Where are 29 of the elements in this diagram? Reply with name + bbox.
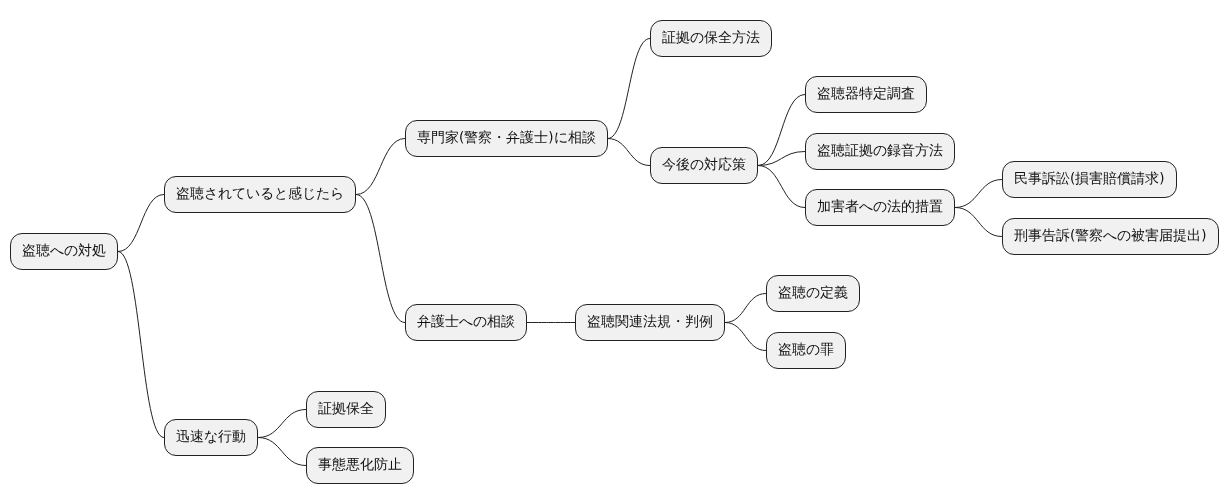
connector-line [757, 94, 806, 166]
topic-box: 証拠の保全方法 [650, 20, 772, 57]
topic-box: 盗聴されていると感じたら [164, 176, 356, 213]
connector-line [724, 322, 767, 351]
topic-box: 盗聴の定義 [766, 275, 860, 312]
topic-box: 今後の対応策 [650, 147, 758, 184]
topic-box: 盗聴証拠の録音方法 [805, 133, 955, 170]
topic-box: 民事訴訟(損害賠償請求) [1002, 161, 1177, 198]
topic-box: 弁護士への相談 [405, 304, 527, 341]
topic-box: 盗聴関連法規・判例 [575, 304, 725, 341]
connector-line [257, 437, 307, 466]
connector-line [355, 138, 406, 195]
connector-line [607, 38, 651, 139]
connector-line [117, 194, 165, 252]
topic-box: 専門家(警察・弁護士)に相談 [405, 120, 608, 157]
connector-line [355, 194, 406, 323]
topic-box: 加害者への法的措置 [805, 189, 955, 226]
connector-line [526, 322, 576, 323]
topic-box: 事態悪化防止 [306, 447, 414, 484]
topic-box: 証拠保全 [306, 391, 386, 428]
connector-line [117, 251, 165, 438]
topic-box: 刑事告訴(警察への被害届提出) [1002, 218, 1219, 255]
topic-box: 盗聴への対処 [10, 233, 118, 270]
topic-box: 盗聴器特定調査 [805, 76, 927, 113]
connector-line [954, 207, 1003, 237]
topic-box: 盗聴の罪 [766, 332, 846, 369]
connector-line [607, 138, 651, 166]
connector-line [757, 165, 806, 208]
topic-box: 迅速な行動 [164, 419, 258, 456]
